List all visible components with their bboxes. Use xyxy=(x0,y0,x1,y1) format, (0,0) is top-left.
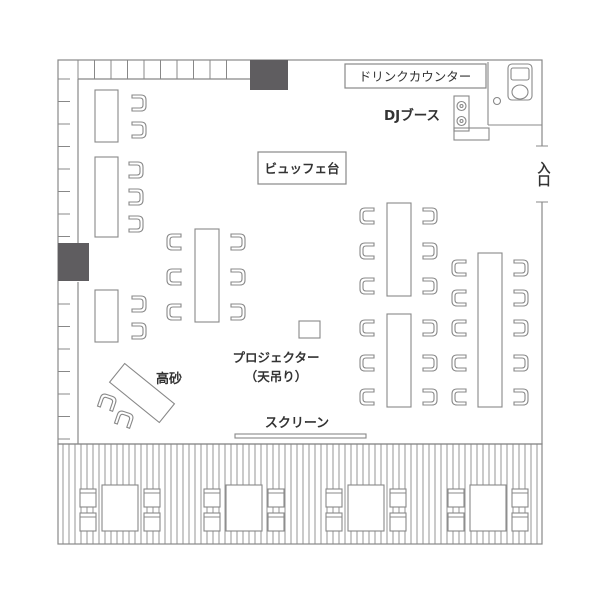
chair xyxy=(230,268,246,286)
chair xyxy=(422,319,438,337)
sink-icon xyxy=(492,96,502,106)
chair xyxy=(451,388,467,406)
chair xyxy=(230,303,246,321)
chair xyxy=(113,410,134,429)
chair xyxy=(359,354,375,372)
terrace-chair xyxy=(143,488,161,508)
terrace-chair xyxy=(325,512,343,532)
main-floor-furniture xyxy=(94,89,503,439)
buffet-label: ビュッフェ台 xyxy=(264,161,339,176)
chair xyxy=(422,388,438,406)
turntable-2 xyxy=(456,115,467,127)
chair xyxy=(513,289,529,307)
terrace-table xyxy=(225,484,263,532)
terrace-chair xyxy=(267,512,285,532)
wall-ticks xyxy=(58,60,227,440)
chair xyxy=(230,233,246,251)
pillar-left xyxy=(58,243,89,281)
terrace-furniture xyxy=(79,484,529,532)
chair xyxy=(359,319,375,337)
terrace-chair xyxy=(511,488,529,508)
table-left-3 xyxy=(94,289,119,343)
entrance-gap xyxy=(536,146,548,202)
terrace-chair xyxy=(203,512,221,532)
terrace-chair xyxy=(203,488,221,508)
terrace-chair xyxy=(143,512,161,532)
terrace-chair xyxy=(389,512,407,532)
terrace-chair xyxy=(79,488,97,508)
terrace-chair xyxy=(79,512,97,532)
terrace-table xyxy=(469,484,507,532)
entrance-label: 入口 xyxy=(535,161,551,187)
projector-box xyxy=(298,320,321,339)
chair xyxy=(422,207,438,225)
chair xyxy=(422,354,438,372)
chair xyxy=(359,388,375,406)
terrace-chair xyxy=(325,488,343,508)
chair xyxy=(451,354,467,372)
chair xyxy=(131,295,147,313)
table-right-1 xyxy=(386,202,412,297)
turntable-1 xyxy=(456,100,467,112)
screen xyxy=(234,433,367,439)
chair xyxy=(451,319,467,337)
chair xyxy=(166,233,182,251)
chair xyxy=(128,161,144,179)
projector-label-2: （天吊り） xyxy=(245,369,308,384)
pillar-top xyxy=(250,60,288,90)
toilet-icon xyxy=(507,63,533,101)
chair xyxy=(128,188,144,206)
chair xyxy=(359,242,375,260)
table-left-1 xyxy=(94,89,119,143)
toilet-area xyxy=(487,62,542,126)
chair xyxy=(513,259,529,277)
terrace-chair xyxy=(267,488,285,508)
table-center xyxy=(194,228,220,323)
chair xyxy=(513,319,529,337)
drink-counter-label: ドリンクカウンター xyxy=(359,69,472,84)
drink-counter xyxy=(344,63,487,89)
chair xyxy=(359,207,375,225)
takasago-table xyxy=(108,362,176,424)
table-right-3 xyxy=(477,252,503,408)
terrace-table xyxy=(101,484,139,532)
chair xyxy=(513,388,529,406)
chair xyxy=(359,277,375,295)
takasago-label: 高砂 xyxy=(156,371,182,387)
chair xyxy=(422,242,438,260)
buffet-table xyxy=(257,151,347,185)
terrace-chair xyxy=(389,488,407,508)
terrace-chair xyxy=(447,512,465,532)
chair xyxy=(131,121,147,139)
chair xyxy=(166,268,182,286)
chair xyxy=(422,277,438,295)
chair xyxy=(451,259,467,277)
dj-booth-label: DJブース xyxy=(384,107,440,124)
chair xyxy=(128,215,144,233)
dj-booth xyxy=(453,95,490,141)
main-chairs xyxy=(96,94,529,429)
chair xyxy=(451,289,467,307)
chair xyxy=(166,303,182,321)
chair xyxy=(513,354,529,372)
table-right-2 xyxy=(386,313,412,408)
chair xyxy=(131,322,147,340)
table-left-2 xyxy=(94,156,119,238)
chair xyxy=(96,393,117,412)
terrace-chair xyxy=(447,488,465,508)
terrace-table xyxy=(347,484,385,532)
chair xyxy=(131,94,147,112)
projector-label-1: プロジェクター xyxy=(232,350,319,365)
terrace-chair xyxy=(511,512,529,532)
screen-label: スクリーン xyxy=(265,416,329,431)
